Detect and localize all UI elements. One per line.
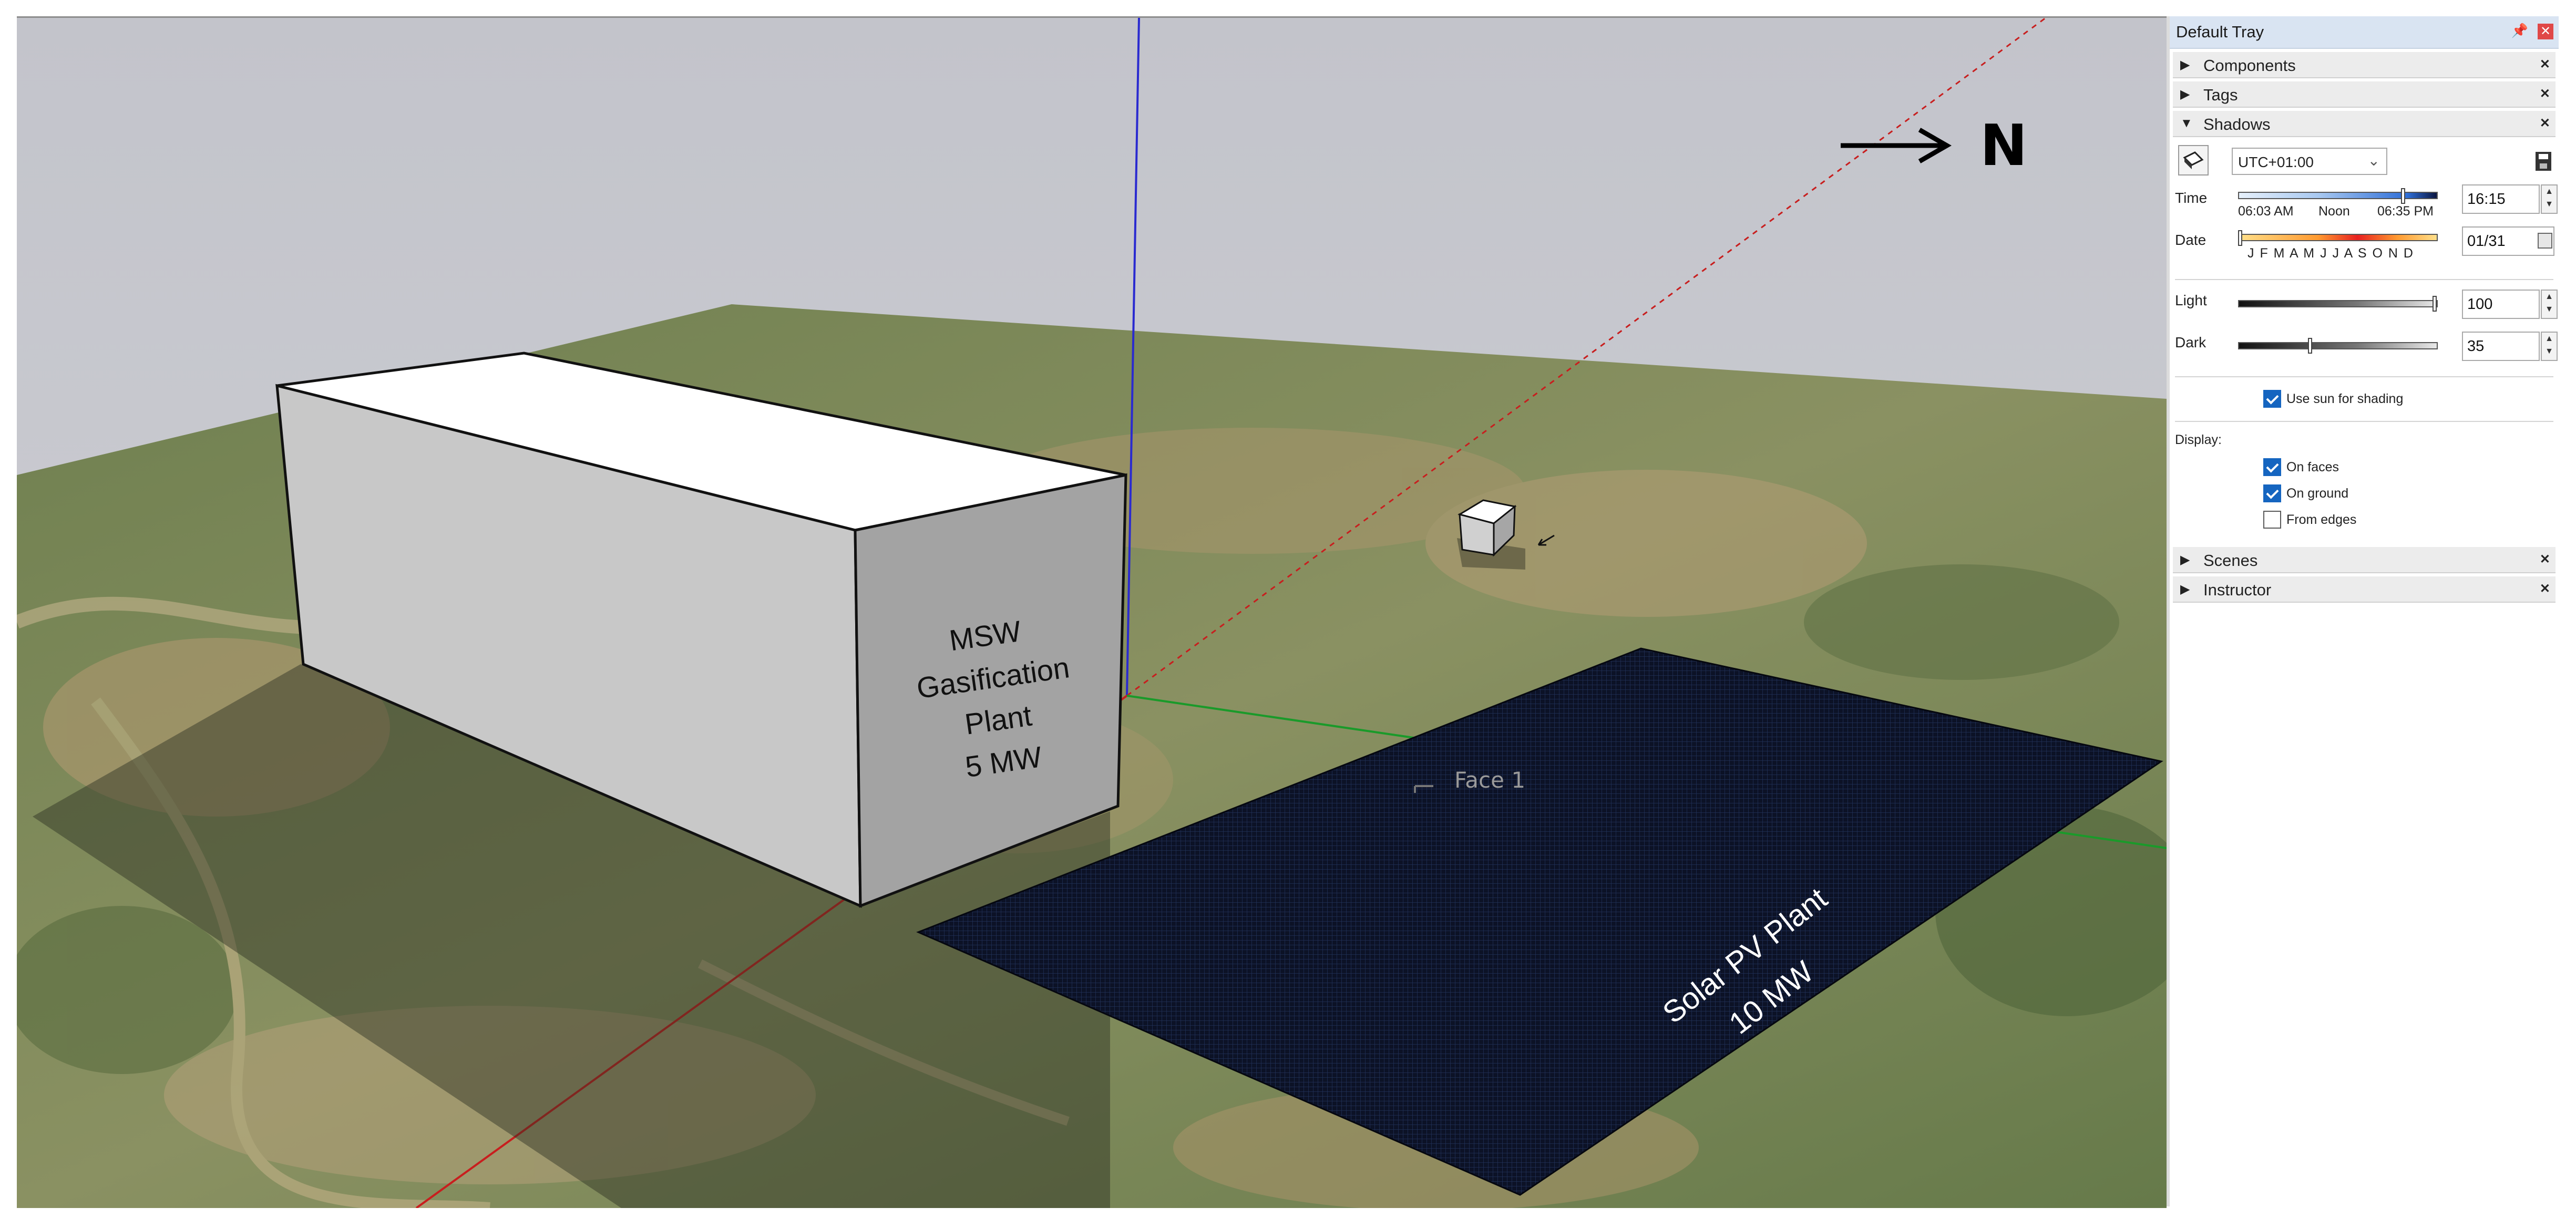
close-icon[interactable]: ✕ (2539, 57, 2550, 71)
tray-close-icon[interactable]: ✕ (2538, 24, 2553, 39)
time-label: Time (2175, 190, 2208, 206)
panel-tags-label: Tags (2203, 86, 2238, 104)
light-input-value: 100 (2467, 296, 2493, 313)
scene-canvas[interactable]: Solar PV Plant 10 MW Face 1 MSW Gasifica… (17, 18, 2167, 1208)
north-label: N (1980, 113, 2027, 179)
small-cube[interactable] (1457, 499, 1525, 570)
time-start-label: 06:03 AM (2238, 204, 2294, 219)
light-spinner[interactable]: ▲▼ (2541, 290, 2558, 319)
time-noon-label: Noon (2318, 204, 2350, 219)
timezone-value: UTC+01:00 (2238, 154, 2314, 170)
panel-instructor-label: Instructor (2203, 581, 2272, 599)
close-icon[interactable]: ✕ (2539, 87, 2550, 101)
save-icon[interactable] (2536, 152, 2551, 171)
building-front-face (854, 473, 1127, 908)
close-icon[interactable]: ✕ (2539, 582, 2550, 596)
cursor-arrow-icon (1537, 534, 1555, 546)
use-sun-label: Use sun for shading (2286, 391, 2404, 406)
blue-axis (1126, 18, 1140, 696)
tray-title: Default Tray (2176, 23, 2264, 41)
face-tooltip: Face 1 (1414, 767, 1525, 793)
display-label: Display: (2175, 432, 2222, 447)
panel-tags[interactable]: ▶ Tags ✕ (2173, 81, 2556, 108)
divider (2175, 279, 2553, 280)
light-input[interactable]: 100 (2462, 290, 2540, 319)
solar-pv-plant[interactable] (916, 647, 2163, 1196)
on-faces-label: On faces (2286, 460, 2339, 474)
date-slider[interactable] (2238, 234, 2438, 241)
panel-components[interactable]: ▶ Components ✕ (2173, 52, 2556, 78)
on-ground-label: On ground (2286, 486, 2349, 501)
tray-titlebar[interactable]: Default Tray 📌 ✕ (2170, 16, 2559, 49)
divider (2175, 421, 2553, 422)
building-shadow (33, 664, 1110, 1208)
time-slider[interactable] (2238, 192, 2438, 199)
panel-components-label: Components (2203, 56, 2296, 75)
panel-instructor[interactable]: ▶ Instructor ✕ (2173, 576, 2556, 603)
panel-scenes-label: Scenes (2203, 551, 2258, 570)
close-icon[interactable]: ✕ (2539, 116, 2550, 130)
dark-label: Dark (2175, 334, 2206, 350)
time-end-label: 06:35 PM (2377, 204, 2434, 219)
calendar-icon[interactable] (2538, 233, 2552, 249)
time-input[interactable]: 16:15 (2462, 184, 2540, 214)
divider (2175, 376, 2553, 377)
dark-slider[interactable] (2238, 342, 2438, 349)
face-tooltip-text: Face 1 (1454, 767, 1525, 793)
on-ground-checkbox[interactable] (2263, 484, 2281, 502)
collapse-triangle-icon: ▼ (2180, 116, 2193, 130)
light-label: Light (2175, 292, 2207, 308)
date-slider-thumb[interactable] (2238, 230, 2242, 246)
model-viewport[interactable]: Solar PV Plant 10 MW Face 1 MSW Gasifica… (17, 16, 2167, 1208)
expand-triangle-icon: ▶ (2180, 87, 2190, 101)
north-indicator: N (1841, 113, 2027, 179)
red-axis-dotted (1126, 18, 2046, 697)
time-input-value: 16:15 (2467, 191, 2506, 208)
dark-slider-thumb[interactable] (2308, 338, 2312, 354)
pin-icon[interactable]: 📌 (2511, 23, 2528, 38)
months-label: J F M A M J J A S O N D (2247, 246, 2414, 261)
date-label: Date (2175, 232, 2206, 248)
date-input-value: 01/31 (2467, 233, 2506, 250)
dark-input[interactable]: 35 (2462, 332, 2540, 361)
time-slider-thumb[interactable] (2401, 188, 2405, 204)
timezone-select[interactable]: UTC+01:00 ⌄ (2232, 148, 2387, 175)
expand-triangle-icon: ▶ (2180, 553, 2190, 567)
panel-shadows[interactable]: ▼ Shadows ✕ (2173, 111, 2556, 137)
chevron-down-icon: ⌄ (2367, 152, 2380, 169)
on-faces-checkbox[interactable] (2263, 458, 2281, 476)
msw-gasification-building[interactable]: MSW Gasification Plant 5 MW (275, 352, 1127, 908)
expand-triangle-icon: ▶ (2180, 582, 2190, 596)
shadow-toggle-button[interactable] (2178, 145, 2209, 176)
expand-triangle-icon: ▶ (2180, 58, 2190, 72)
from-edges-checkbox[interactable] (2263, 511, 2281, 529)
panel-scenes[interactable]: ▶ Scenes ✕ (2173, 547, 2556, 573)
dark-input-value: 35 (2467, 338, 2485, 355)
light-slider[interactable] (2238, 300, 2438, 307)
default-tray: Default Tray 📌 ✕ ▶ Components ✕ ▶ Tags ✕… (2167, 16, 2559, 1206)
panel-shadows-label: Shadows (2203, 115, 2271, 133)
shadow-icon (2183, 151, 2204, 169)
time-spinner[interactable]: ▲▼ (2541, 184, 2558, 214)
dark-spinner[interactable]: ▲▼ (2541, 332, 2558, 361)
use-sun-checkbox[interactable] (2263, 390, 2281, 408)
from-edges-label: From edges (2286, 512, 2357, 527)
light-slider-thumb[interactable] (2433, 296, 2437, 312)
close-icon[interactable]: ✕ (2539, 552, 2550, 566)
